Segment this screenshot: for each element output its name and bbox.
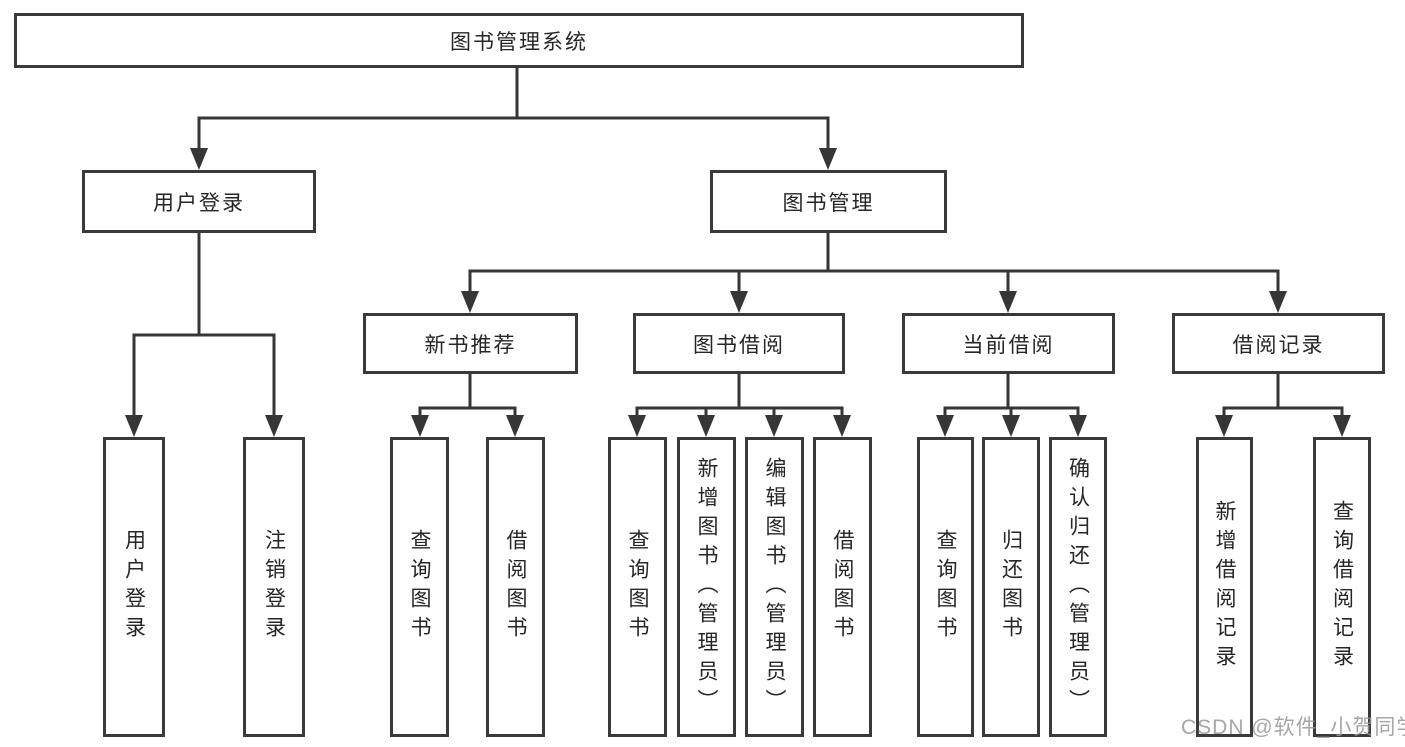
leaf-borrowing-edit-books-admin: 编辑图书（管理员） — [745, 437, 804, 737]
connectors-borrowing-records — [1215, 372, 1351, 437]
leaf-records-query-record: 查询借阅记录 — [1313, 437, 1371, 737]
leaf-borrowing-add-books-admin: 新增图书（管理员） — [677, 437, 736, 737]
node-new-book-recommendation: 新书推荐 — [363, 313, 578, 374]
node-user-login: 用户登录 — [82, 170, 316, 233]
leaf-newbooks-borrow-books: 借阅图书 — [486, 437, 545, 737]
node-current-borrowing: 当前借阅 — [902, 313, 1115, 374]
watermark: CSDN @软件_小贺同学 — [1181, 716, 1405, 739]
node-library-management-system: 图书管理系统 — [14, 13, 1024, 68]
leaf-logout-login: 注销登录 — [243, 437, 305, 737]
connectors-book-management — [461, 231, 1287, 313]
connectors-current-borrowing — [936, 372, 1087, 437]
leaf-current-confirm-return-admin: 确认归还（管理员） — [1049, 437, 1107, 737]
leaf-borrowing-borrow-books: 借阅图书 — [813, 437, 872, 737]
node-book-management: 图书管理 — [710, 170, 947, 233]
node-borrowing-records: 借阅记录 — [1172, 313, 1385, 374]
leaf-borrowing-query-books: 查询图书 — [608, 437, 667, 737]
leaf-records-add-record: 新增借阅记录 — [1196, 437, 1253, 737]
leaf-user-login: 用户登录 — [103, 437, 165, 737]
leaf-current-return-books: 归还图书 — [982, 437, 1040, 737]
leaf-current-query-books: 查询图书 — [917, 437, 974, 737]
node-book-borrowing: 图书借阅 — [633, 313, 845, 374]
leaf-newbooks-query-books: 查询图书 — [390, 437, 449, 737]
connectors-new-book-recommendation — [411, 372, 524, 437]
connectors-user-login — [125, 231, 283, 437]
connectors-book-borrowing — [628, 372, 851, 437]
connectors-root — [190, 66, 837, 170]
